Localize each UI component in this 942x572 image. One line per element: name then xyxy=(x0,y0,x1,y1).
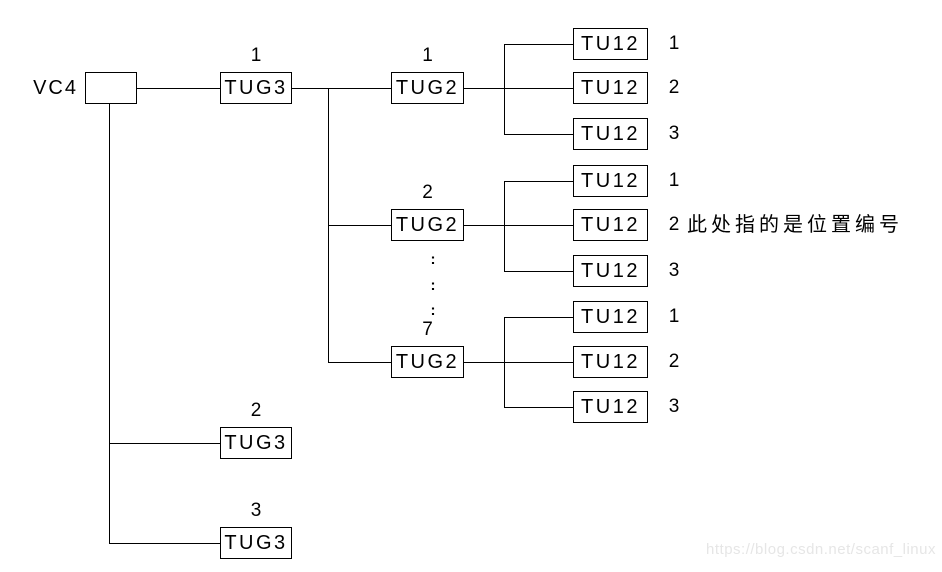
connector-vc4-tug3-1 xyxy=(137,88,220,89)
tu12-box-g2-2: TU12 xyxy=(573,209,648,241)
tug3-1-position: 1 xyxy=(250,45,262,66)
tug3-2-position: 2 xyxy=(250,400,262,421)
tug2-1-position: 1 xyxy=(422,45,433,66)
connector-tu12-g3-1 xyxy=(504,317,573,318)
connector-tu12-branch-g2 xyxy=(504,181,505,272)
tu12-box-g3-3: TU12 xyxy=(573,391,648,423)
tug3-1-box: TUG3 xyxy=(220,72,292,104)
connector-tu12-g1-1 xyxy=(504,44,573,45)
connector-tug2-7-tu12 xyxy=(464,362,573,363)
tug2-7-box: TUG2 xyxy=(391,346,464,378)
tu12-box-g2-3: TU12 xyxy=(573,255,648,287)
tu12-box-g1-3: TU12 xyxy=(573,118,648,150)
tu12-box-g3-2: TU12 xyxy=(573,346,648,378)
ellipsis-dot: : xyxy=(430,251,436,268)
tu12-box-g1-1: TU12 xyxy=(573,28,648,60)
tug2-7-position: 7 xyxy=(422,319,433,340)
tug3-3-box: TUG3 xyxy=(220,527,292,559)
connector-tu12-branch-g3 xyxy=(504,317,505,408)
connector-tu12-g2-1 xyxy=(504,181,573,182)
tu12-box-g1-2: TU12 xyxy=(573,72,648,104)
tug2-1-box: TUG2 xyxy=(391,72,464,104)
connector-tug2-7-stub xyxy=(328,362,391,363)
connector-vc4-tug3-2 xyxy=(109,443,220,444)
tu12-position-g1-2: 2 xyxy=(668,77,680,98)
tug3-3-position: 3 xyxy=(250,500,262,521)
tu12-position-g2-3: 3 xyxy=(668,260,680,281)
tu12-box-g2-1: TU12 xyxy=(573,165,648,197)
connector-vc4-trunk xyxy=(109,104,110,544)
tu12-position-g1-1: 1 xyxy=(668,33,680,54)
ellipsis-dot: : xyxy=(430,276,436,294)
tu12-box-g3-1: TU12 xyxy=(573,301,648,333)
connector-tu12-g2-3 xyxy=(504,271,573,272)
tu12-position-g1-3: 3 xyxy=(668,123,680,144)
tu12-position-g3-1: 1 xyxy=(668,306,680,327)
tu12-position-g3-2: 2 xyxy=(668,351,680,372)
position-number-annotation: 此处指的是位置编号 xyxy=(687,214,903,236)
tug3-2-box: TUG3 xyxy=(220,427,292,459)
tu12-position-g3-3: 3 xyxy=(668,396,680,417)
connector-tu12-g3-3 xyxy=(504,407,573,408)
connector-tug2-2-stub xyxy=(328,225,391,226)
ellipsis-dots: : : : xyxy=(423,251,443,319)
watermark-url: https://blog.csdn.net/scanf_linux xyxy=(706,541,936,558)
connector-tu12-branch-g1 xyxy=(504,44,505,135)
tu12-position-g2-1: 1 xyxy=(668,170,680,191)
vc4-label: VC4 xyxy=(33,77,78,99)
connector-tu12-g1-3 xyxy=(504,134,573,135)
connector-tug2-2-tu12 xyxy=(464,225,573,226)
ellipsis-dot: : xyxy=(430,302,436,319)
connector-tug3-tug2-1 xyxy=(292,88,391,89)
tu12-position-g2-2: 2 xyxy=(668,214,680,235)
tug2-2-position: 2 xyxy=(422,182,433,203)
vc4-box xyxy=(85,72,137,104)
connector-vc4-tug3-3 xyxy=(109,543,220,544)
connector-tug2-1-tu12 xyxy=(464,88,573,89)
tug2-2-box: TUG2 xyxy=(391,209,464,241)
